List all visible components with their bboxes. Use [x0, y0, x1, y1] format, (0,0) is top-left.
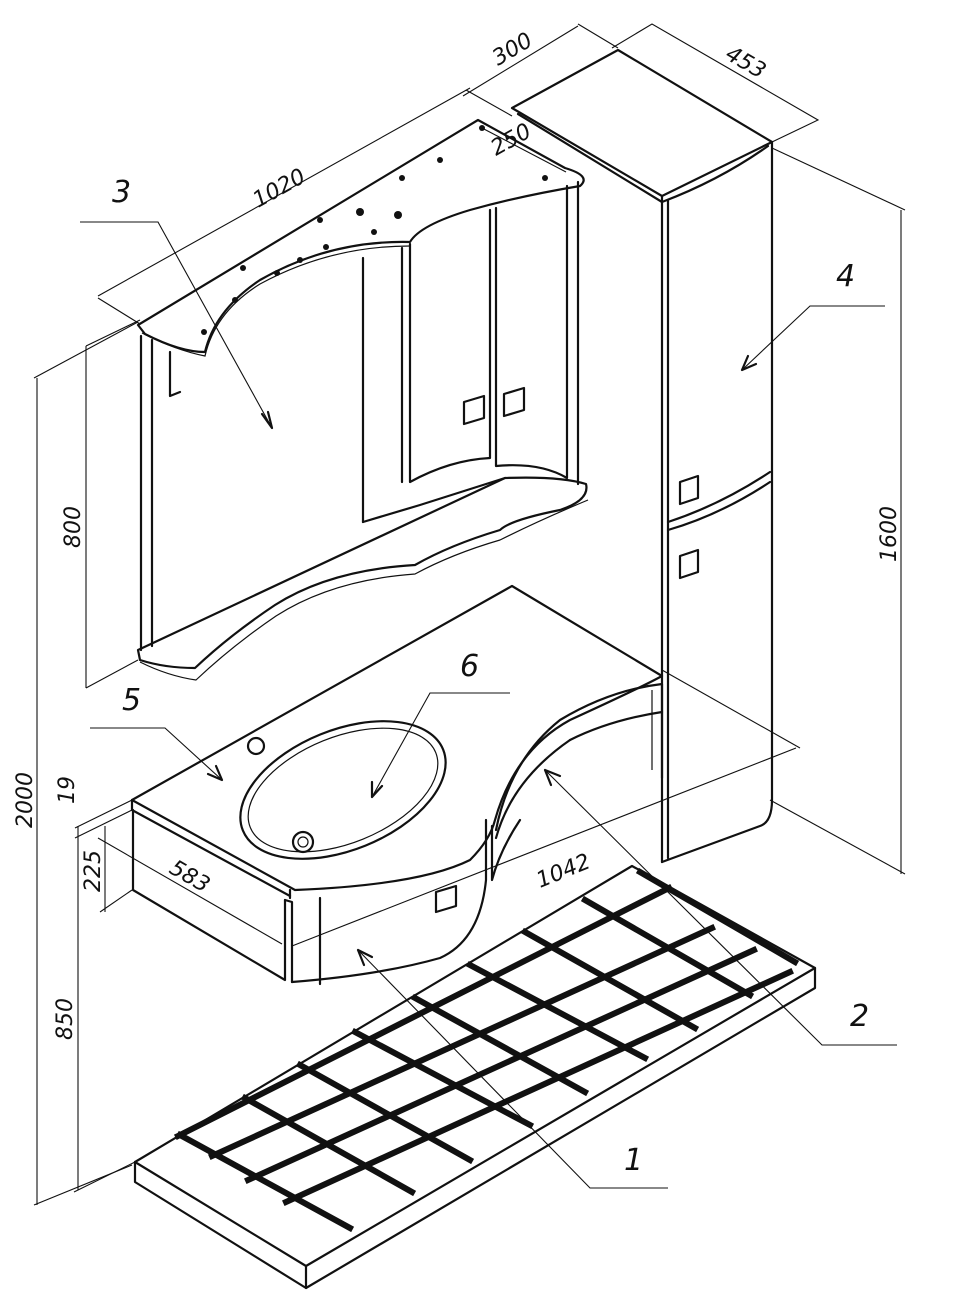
callout-4: 4	[836, 259, 855, 294]
dim-column-height: 1600	[877, 506, 902, 562]
callout-1: 1	[624, 1143, 643, 1178]
dimension-labels: 1020 250 300 4 5 3 800 2000 1600 19 225 58…	[13, 28, 902, 1040]
dim-vanity-depth: 583	[165, 856, 214, 899]
dim-top-thickness: 19	[55, 776, 80, 804]
dim-vanity-height: 225	[81, 850, 106, 892]
dim-mirror-depth: 250	[487, 119, 536, 161]
callout-6: 6	[460, 649, 479, 684]
dim-vanity-width: 1042	[533, 849, 594, 893]
callout-leaders	[80, 221, 897, 1189]
dim-mount-height: 850	[53, 998, 78, 1040]
mirror-cabinet	[136, 118, 589, 681]
dim-column-depth: 300	[488, 28, 537, 71]
tall-column	[510, 48, 774, 864]
callout-numbers: 3 4 5 6 2 1	[112, 175, 869, 1178]
dim-mirror-height: 800	[61, 506, 86, 548]
dim-overall-height: 2000	[13, 772, 38, 828]
callout-3: 3	[112, 175, 131, 210]
floor-tiles	[133, 864, 817, 1290]
dimension-lines	[33, 23, 906, 1206]
vanity-unit	[130, 584, 664, 986]
callout-2: 2	[850, 999, 869, 1034]
callout-5: 5	[122, 683, 141, 718]
dim-mirror-width: 1020	[249, 164, 310, 213]
